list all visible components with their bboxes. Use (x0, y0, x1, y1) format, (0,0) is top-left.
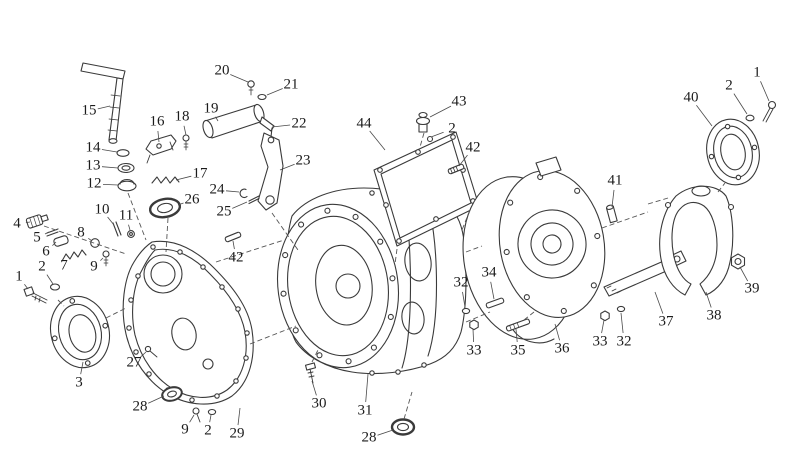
part-bolt-9-bottom (192, 407, 201, 423)
part-ball-8 (90, 238, 100, 248)
part-stud-42-left (224, 231, 242, 243)
part-pin-25 (248, 195, 260, 205)
part-washer-2-left (49, 283, 61, 291)
part-pin-41 (605, 204, 618, 224)
part-gear-lever (80, 62, 126, 144)
part-washer-32-right (616, 305, 626, 313)
part-bolt-30 (304, 362, 317, 384)
part-nut-33-left (469, 319, 479, 331)
part-stud-42-right (447, 163, 465, 175)
part-side-cover (122, 240, 254, 405)
part-rear-bracket (659, 185, 735, 296)
part-nut-39 (730, 253, 746, 270)
part-pin-10 (112, 221, 122, 237)
part-cylinder-19 (202, 103, 265, 139)
part-washer-32-left (461, 307, 471, 315)
part-bolt-20 (247, 80, 255, 96)
part-plug-28-left (161, 386, 183, 402)
assembly-lines (43, 132, 726, 420)
part-spring-17 (151, 176, 180, 184)
part-plug-28-right (390, 418, 416, 436)
part-washer-21 (257, 93, 267, 101)
part-bolt-1-left (23, 286, 48, 304)
part-spring-7 (61, 249, 87, 262)
part-front-cover (49, 295, 111, 369)
part-bolt-9-left (102, 250, 110, 267)
part-shift-fork (145, 134, 177, 164)
part-breather-valve (415, 111, 434, 143)
part-washer-11 (127, 230, 135, 238)
part-bolt-1-right (762, 100, 777, 123)
part-rear-housing (462, 156, 606, 344)
part-washer-2-right (745, 114, 755, 122)
part-washer-2-bottom (207, 408, 217, 416)
part-boot-12 (117, 178, 137, 192)
part-stud-35 (505, 318, 531, 332)
part-nut-33-right (600, 310, 610, 322)
part-stud-34 (485, 297, 505, 309)
part-arm-23 (257, 132, 284, 211)
part-washer-14 (116, 149, 130, 157)
part-valve-4 (25, 214, 49, 229)
part-seal-26 (148, 197, 182, 219)
part-clip-24 (239, 188, 248, 199)
part-seal-cover (706, 118, 760, 186)
part-bolt-27 (144, 345, 158, 358)
